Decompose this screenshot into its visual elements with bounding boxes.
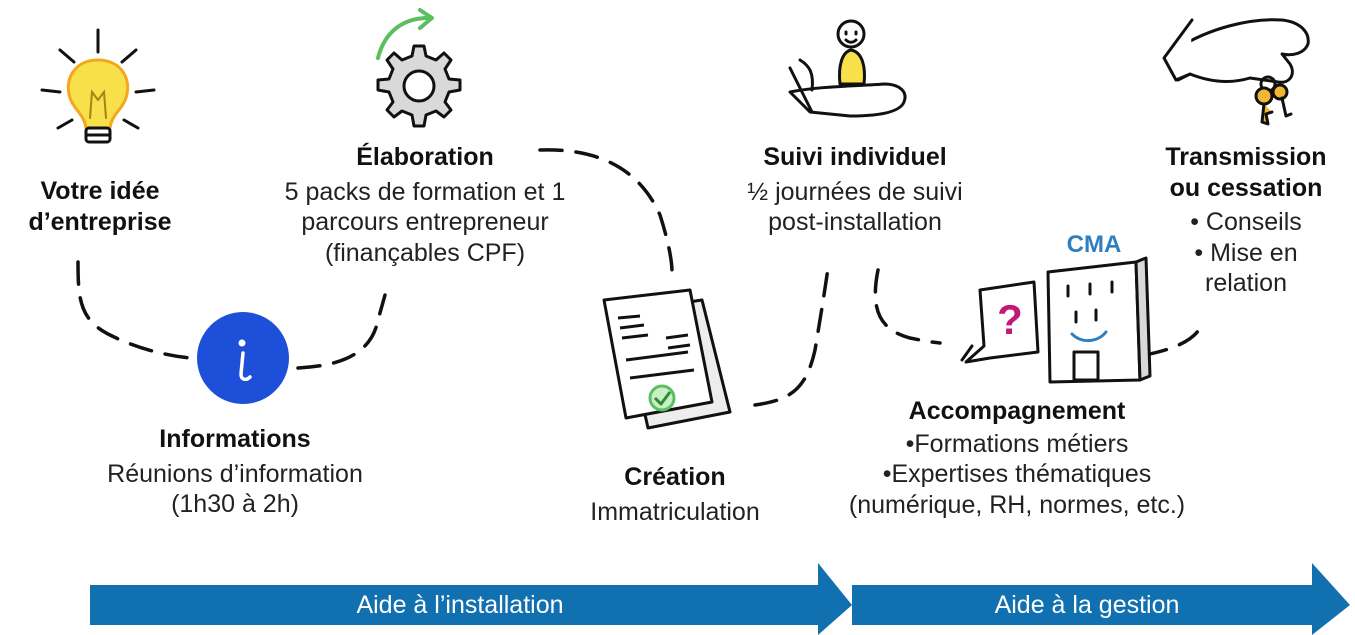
step-suivi-title: Suivi individuel	[763, 143, 947, 171]
step-accompagnement-title: Accompagnement	[908, 397, 1126, 425]
lightbulb-icon	[40, 28, 156, 144]
step-transmission-line1: • Conseils	[1190, 208, 1302, 236]
step-transmission-title-line2: ou cessation	[1169, 173, 1323, 202]
step-transmission: Transmission ou cessation • Conseils • M…	[1140, 142, 1352, 299]
step-accompagnement-line3: (numérique, RH, normes, etc.)	[848, 490, 1186, 519]
step-transmission-line2: • Mise en	[1194, 238, 1298, 267]
step-elaboration: Élaboration 5 packs de formation et 1 pa…	[220, 142, 630, 268]
person-in-hand-icon	[788, 19, 907, 118]
phase-arrow-gestion	[852, 563, 1350, 635]
step-idee-title-line1: Votre idée	[40, 177, 160, 205]
phase-label-gestion: Aide à la gestion	[994, 591, 1180, 619]
step-informations-line1: Réunions d’information	[107, 459, 363, 488]
step-creation-line1: Immatriculation	[590, 497, 760, 526]
step-suivi: Suivi individuel ½ journées de suivi pos…	[700, 142, 1010, 238]
step-accompagnement-line1: •Formations métiers	[905, 429, 1129, 458]
step-informations-title: Informations	[159, 425, 311, 453]
step-accompagnement: Accompagnement •Formations métiers •Expe…	[842, 396, 1192, 520]
hand-keys-icon	[1162, 18, 1310, 126]
question-mark: ?	[997, 296, 1023, 343]
step-creation: Création Immatriculation	[520, 462, 830, 527]
step-transmission-title-line1: Transmission	[1165, 143, 1327, 171]
step-accompagnement-line2: •Expertises thématiques	[882, 460, 1152, 488]
step-transmission-line3: relation	[1205, 269, 1287, 297]
step-idee-title-line2: d’entreprise	[28, 207, 172, 236]
step-suivi-line1: ½ journées de suivi	[747, 177, 963, 206]
step-suivi-line2: post-installation	[768, 208, 942, 236]
step-informations: Informations Réunions d’information (1h3…	[30, 424, 440, 520]
step-elaboration-line3: (finançables CPF)	[324, 238, 526, 267]
phase-label-installation: Aide à l’installation	[356, 591, 564, 619]
step-idee-title: Votre idée d’entreprise	[2, 176, 198, 237]
step-creation-title: Création	[624, 463, 726, 491]
step-elaboration-line2: parcours entrepreneur	[301, 208, 549, 236]
building-icon	[960, 256, 1152, 384]
gear-icon	[376, 8, 462, 128]
step-elaboration-title: Élaboration	[356, 143, 494, 171]
cma-sign: CMA	[1066, 231, 1122, 258]
info-icon	[197, 312, 289, 404]
document-icon	[602, 288, 732, 430]
phase-arrow-installation	[90, 563, 852, 635]
connector-path	[76, 148, 1202, 407]
step-elaboration-line1: 5 packs de formation et 1	[284, 177, 566, 206]
step-informations-line2: (1h30 à 2h)	[171, 490, 299, 518]
